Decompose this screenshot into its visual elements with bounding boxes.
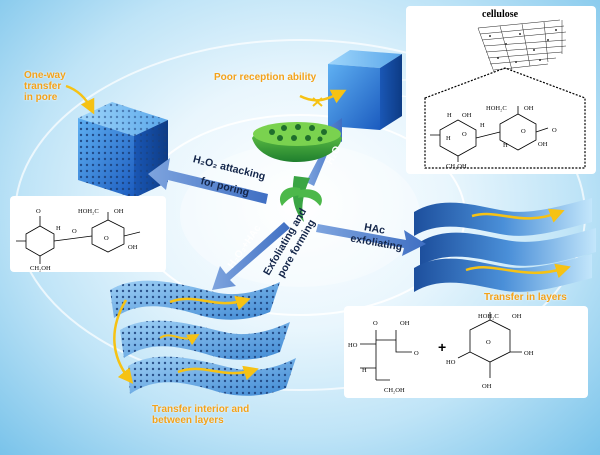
solid-cube: [328, 50, 402, 130]
bottom-right-structure-panel: O OH HO O H CH₂OH + HOH₂C OH O OH HO OH: [344, 306, 588, 398]
chem-ch2oh: CH₂OH: [30, 265, 51, 272]
chem-oh: OH: [524, 350, 534, 357]
chem-o: O: [521, 128, 526, 135]
chem-h: H: [447, 112, 452, 119]
cellulose-fiber-bundle: [477, 19, 567, 73]
chem-o: O: [104, 235, 109, 242]
annotation-arrows: [65, 84, 347, 115]
poor-reception-label: Poor reception ability: [214, 72, 317, 83]
porous-sheets: [110, 280, 296, 396]
chem-oh: OH: [462, 112, 472, 119]
one-way-transfer-label: One-way transfer in pore: [24, 70, 66, 103]
cellulose-panel: H OH H O H CH₂OH HOH₂C OH H O OH O: [406, 6, 596, 174]
label-line: transfer: [24, 81, 62, 92]
chem-h: H: [503, 142, 508, 149]
chem-oh: OH: [128, 244, 138, 251]
chem-h: H: [480, 122, 485, 129]
transfer-in-layers-label: Transfer in layers: [484, 292, 567, 303]
chem-hoh2c: HOH₂C: [78, 208, 99, 215]
exfoliated-sheets: [414, 198, 596, 292]
chem-o: O: [552, 127, 557, 134]
chem-hoh2c: HOH₂C: [478, 313, 499, 320]
cellulose-structure: [430, 106, 549, 162]
label-line: between layers: [152, 415, 224, 426]
chem-o: O: [462, 131, 467, 138]
chem-h: H: [362, 367, 367, 374]
chem-h: H: [56, 225, 61, 232]
chem-ho: HO: [446, 359, 456, 366]
chem-hoh2c: HOH₂C: [486, 105, 507, 112]
chem-o: O: [72, 228, 77, 235]
left-structure-panel: O H CH₂OH HOH₂C OH O OH O: [10, 196, 166, 272]
chem-o: O: [414, 350, 419, 357]
porous-cube: [78, 102, 168, 198]
chem-o: O: [373, 320, 378, 327]
chem-oh: OH: [400, 320, 410, 327]
chem-ho: HO: [348, 342, 358, 349]
chem-h: H: [446, 135, 451, 142]
chem-o: O: [36, 208, 41, 215]
label-line: One-way: [24, 70, 66, 81]
chem-oh: OH: [482, 383, 492, 390]
chem-ch2oh: CH₂OH: [384, 387, 405, 394]
cellulose-label: cellulose: [482, 9, 519, 20]
label-line: Transfer interior and: [152, 404, 250, 415]
chem-oh: OH: [524, 105, 534, 112]
chem-oh: OH: [538, 141, 548, 148]
chem-ch2oh: CH₂OH: [446, 163, 467, 170]
lotus-plant: [252, 122, 342, 222]
label-line: in pore: [24, 92, 58, 103]
chem-oh: OH: [512, 313, 522, 320]
plus-sign: +: [438, 339, 446, 355]
chem-oh: OH: [114, 208, 124, 215]
transfer-interior-label: Transfer interior and between layers: [152, 404, 249, 426]
chem-o: O: [486, 339, 491, 346]
